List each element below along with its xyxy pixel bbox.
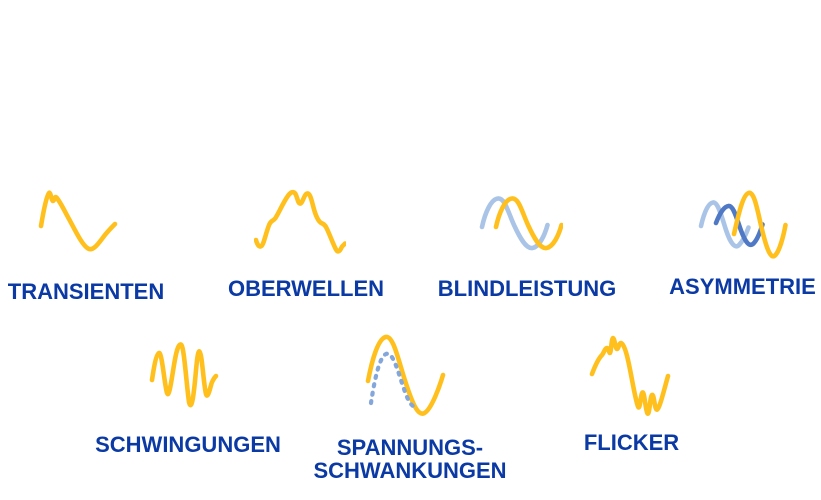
label-line-2: SCHWANKUNGEN (313, 458, 507, 483)
harmonics-wave-icon (254, 189, 346, 254)
oscillation-wave-icon (149, 342, 219, 408)
phase-shifted-waves-icon (479, 196, 563, 251)
label-line-1: SPANNUNGS- (336, 435, 484, 460)
label-spannungsschwankungen: SPANNUNGS- SCHWANKUNGEN (310, 436, 510, 482)
voltage-fluctuation-wave-icon (365, 334, 446, 416)
transient-spike-wave-icon (38, 190, 118, 252)
label-flicker: FLICKER (583, 430, 680, 455)
asymmetry-three-waves-icon (698, 190, 788, 259)
label-oberwellen: OBERWELLEN (227, 276, 385, 301)
label-transienten: TRANSIENTEN (7, 279, 165, 304)
flicker-wave-icon (589, 335, 671, 416)
label-blindleistung: BLINDLEISTUNG (437, 276, 617, 301)
label-schwingungen: SCHWINGUNGEN (95, 432, 281, 457)
label-asymmetrie: ASYMMETRIE (669, 274, 816, 299)
